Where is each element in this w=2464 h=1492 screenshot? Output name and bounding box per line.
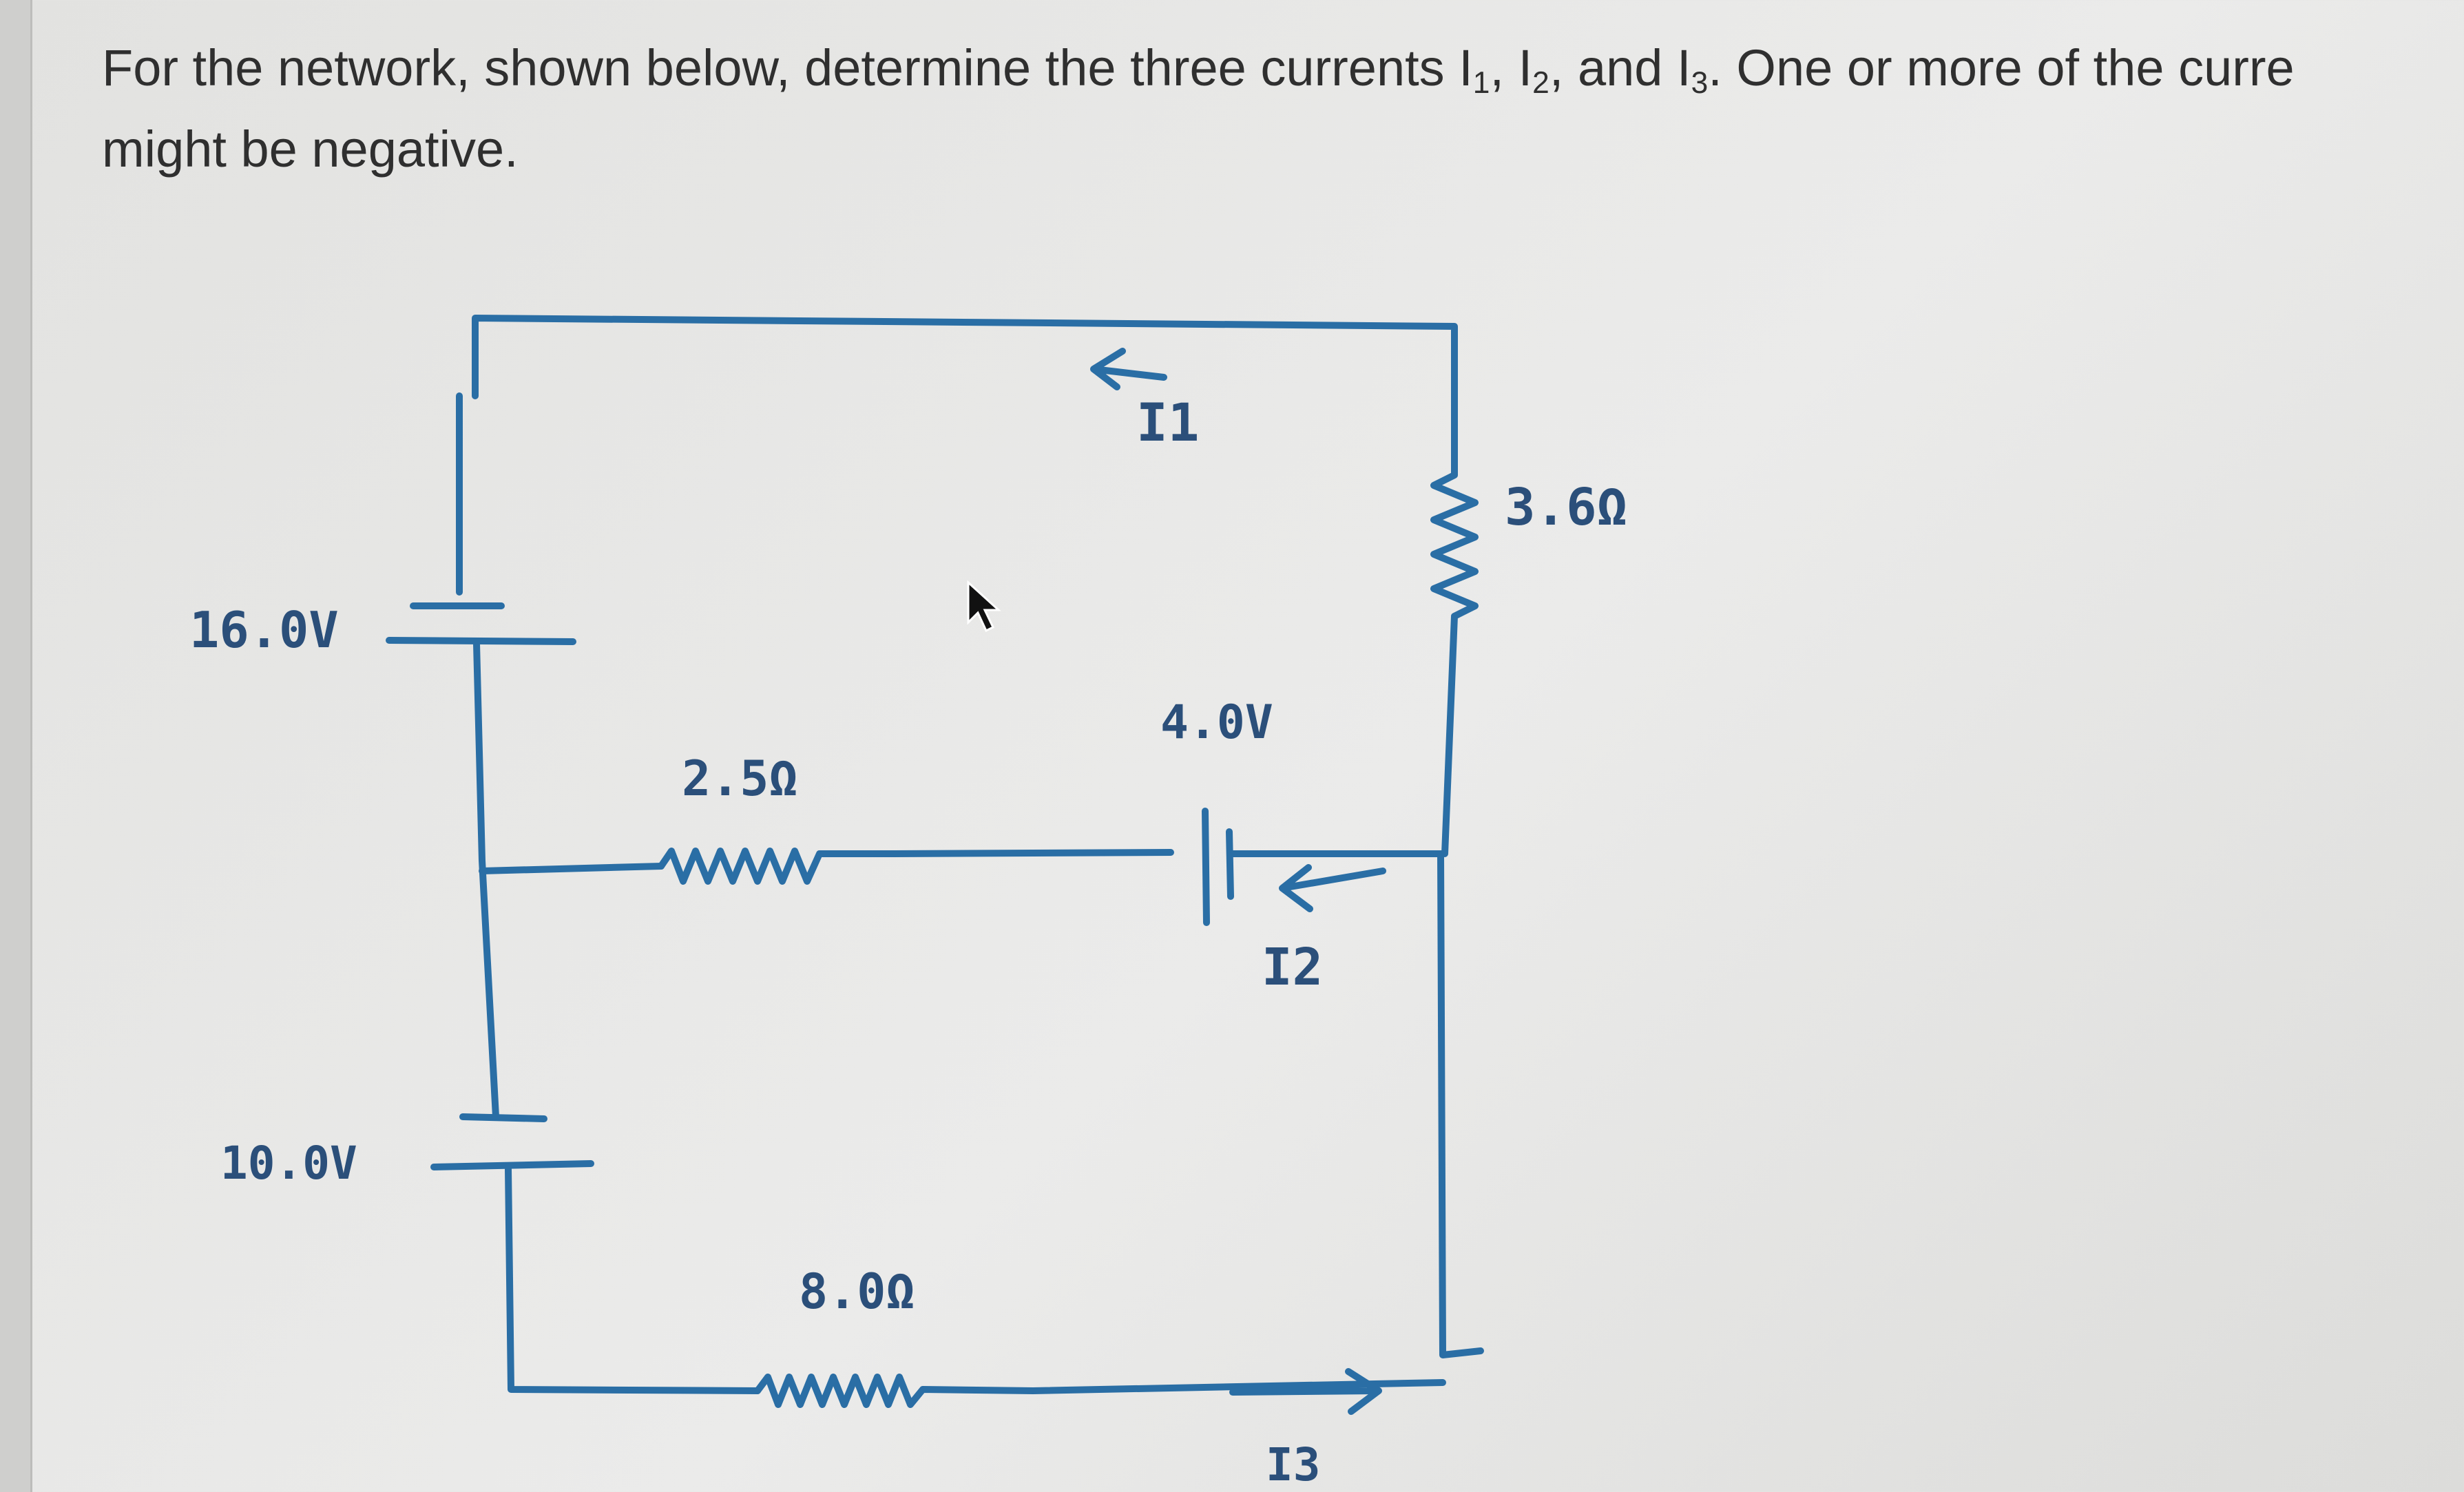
resistor-8-0-label: 8.0Ω <box>799 1263 915 1320</box>
resistor-3-6-zigzag <box>1430 382 1479 857</box>
subscript: 2 <box>1532 66 1549 101</box>
current-i3-label: I3 <box>1266 1438 1320 1491</box>
question-fragment: For the network, shown below, determine … <box>102 39 1473 96</box>
question-line-1: For the network, shown below, determine … <box>102 28 2464 109</box>
current-i1-label: I1 <box>1136 392 1200 453</box>
left-lower-wire <box>505 1166 761 1394</box>
battery-4v-label: 4.0V <box>1160 695 1273 750</box>
battery-16v-short-plate <box>386 637 576 645</box>
resistor-3-6-label: 3.6Ω <box>1505 478 1627 537</box>
left-middle-wire <box>473 640 499 1120</box>
battery-4v-plate-right <box>1226 828 1234 900</box>
current-i2-label: I2 <box>1262 938 1323 997</box>
battery-4v-plate-left <box>1202 808 1210 926</box>
subscript: 1 <box>1472 66 1490 101</box>
battery-16v-label: 16.0V <box>189 601 339 659</box>
battery-10v-long-plate <box>459 1113 547 1122</box>
resistor-8-0-zigzag <box>754 1374 1446 1408</box>
question-text: For the network, shown below, determine … <box>102 28 2464 190</box>
subscript: 3 <box>1691 66 1709 101</box>
current-i3-arrow <box>1229 1368 1382 1415</box>
resistor-2-5-label: 2.5Ω <box>682 750 798 807</box>
right-lower-wire <box>1437 850 1484 1358</box>
battery-10v-label: 10.0V <box>220 1137 357 1190</box>
mouse-pointer-icon <box>967 580 1001 633</box>
current-i1-arrow <box>1090 348 1167 390</box>
question-line-2: might be negative. <box>102 120 519 178</box>
question-fragment: . One or more of the curre <box>1708 39 2295 96</box>
middle-left-wire <box>479 863 665 874</box>
question-fragment: , I <box>1490 39 1533 96</box>
resistor-2-5-zigzag <box>658 848 1174 885</box>
current-i2-arrow <box>1279 864 1386 912</box>
top-wire <box>472 315 1458 399</box>
question-fragment: , and I <box>1549 39 1691 96</box>
battery-10v-short-plate <box>430 1160 594 1170</box>
page-left-margin <box>0 0 32 1492</box>
